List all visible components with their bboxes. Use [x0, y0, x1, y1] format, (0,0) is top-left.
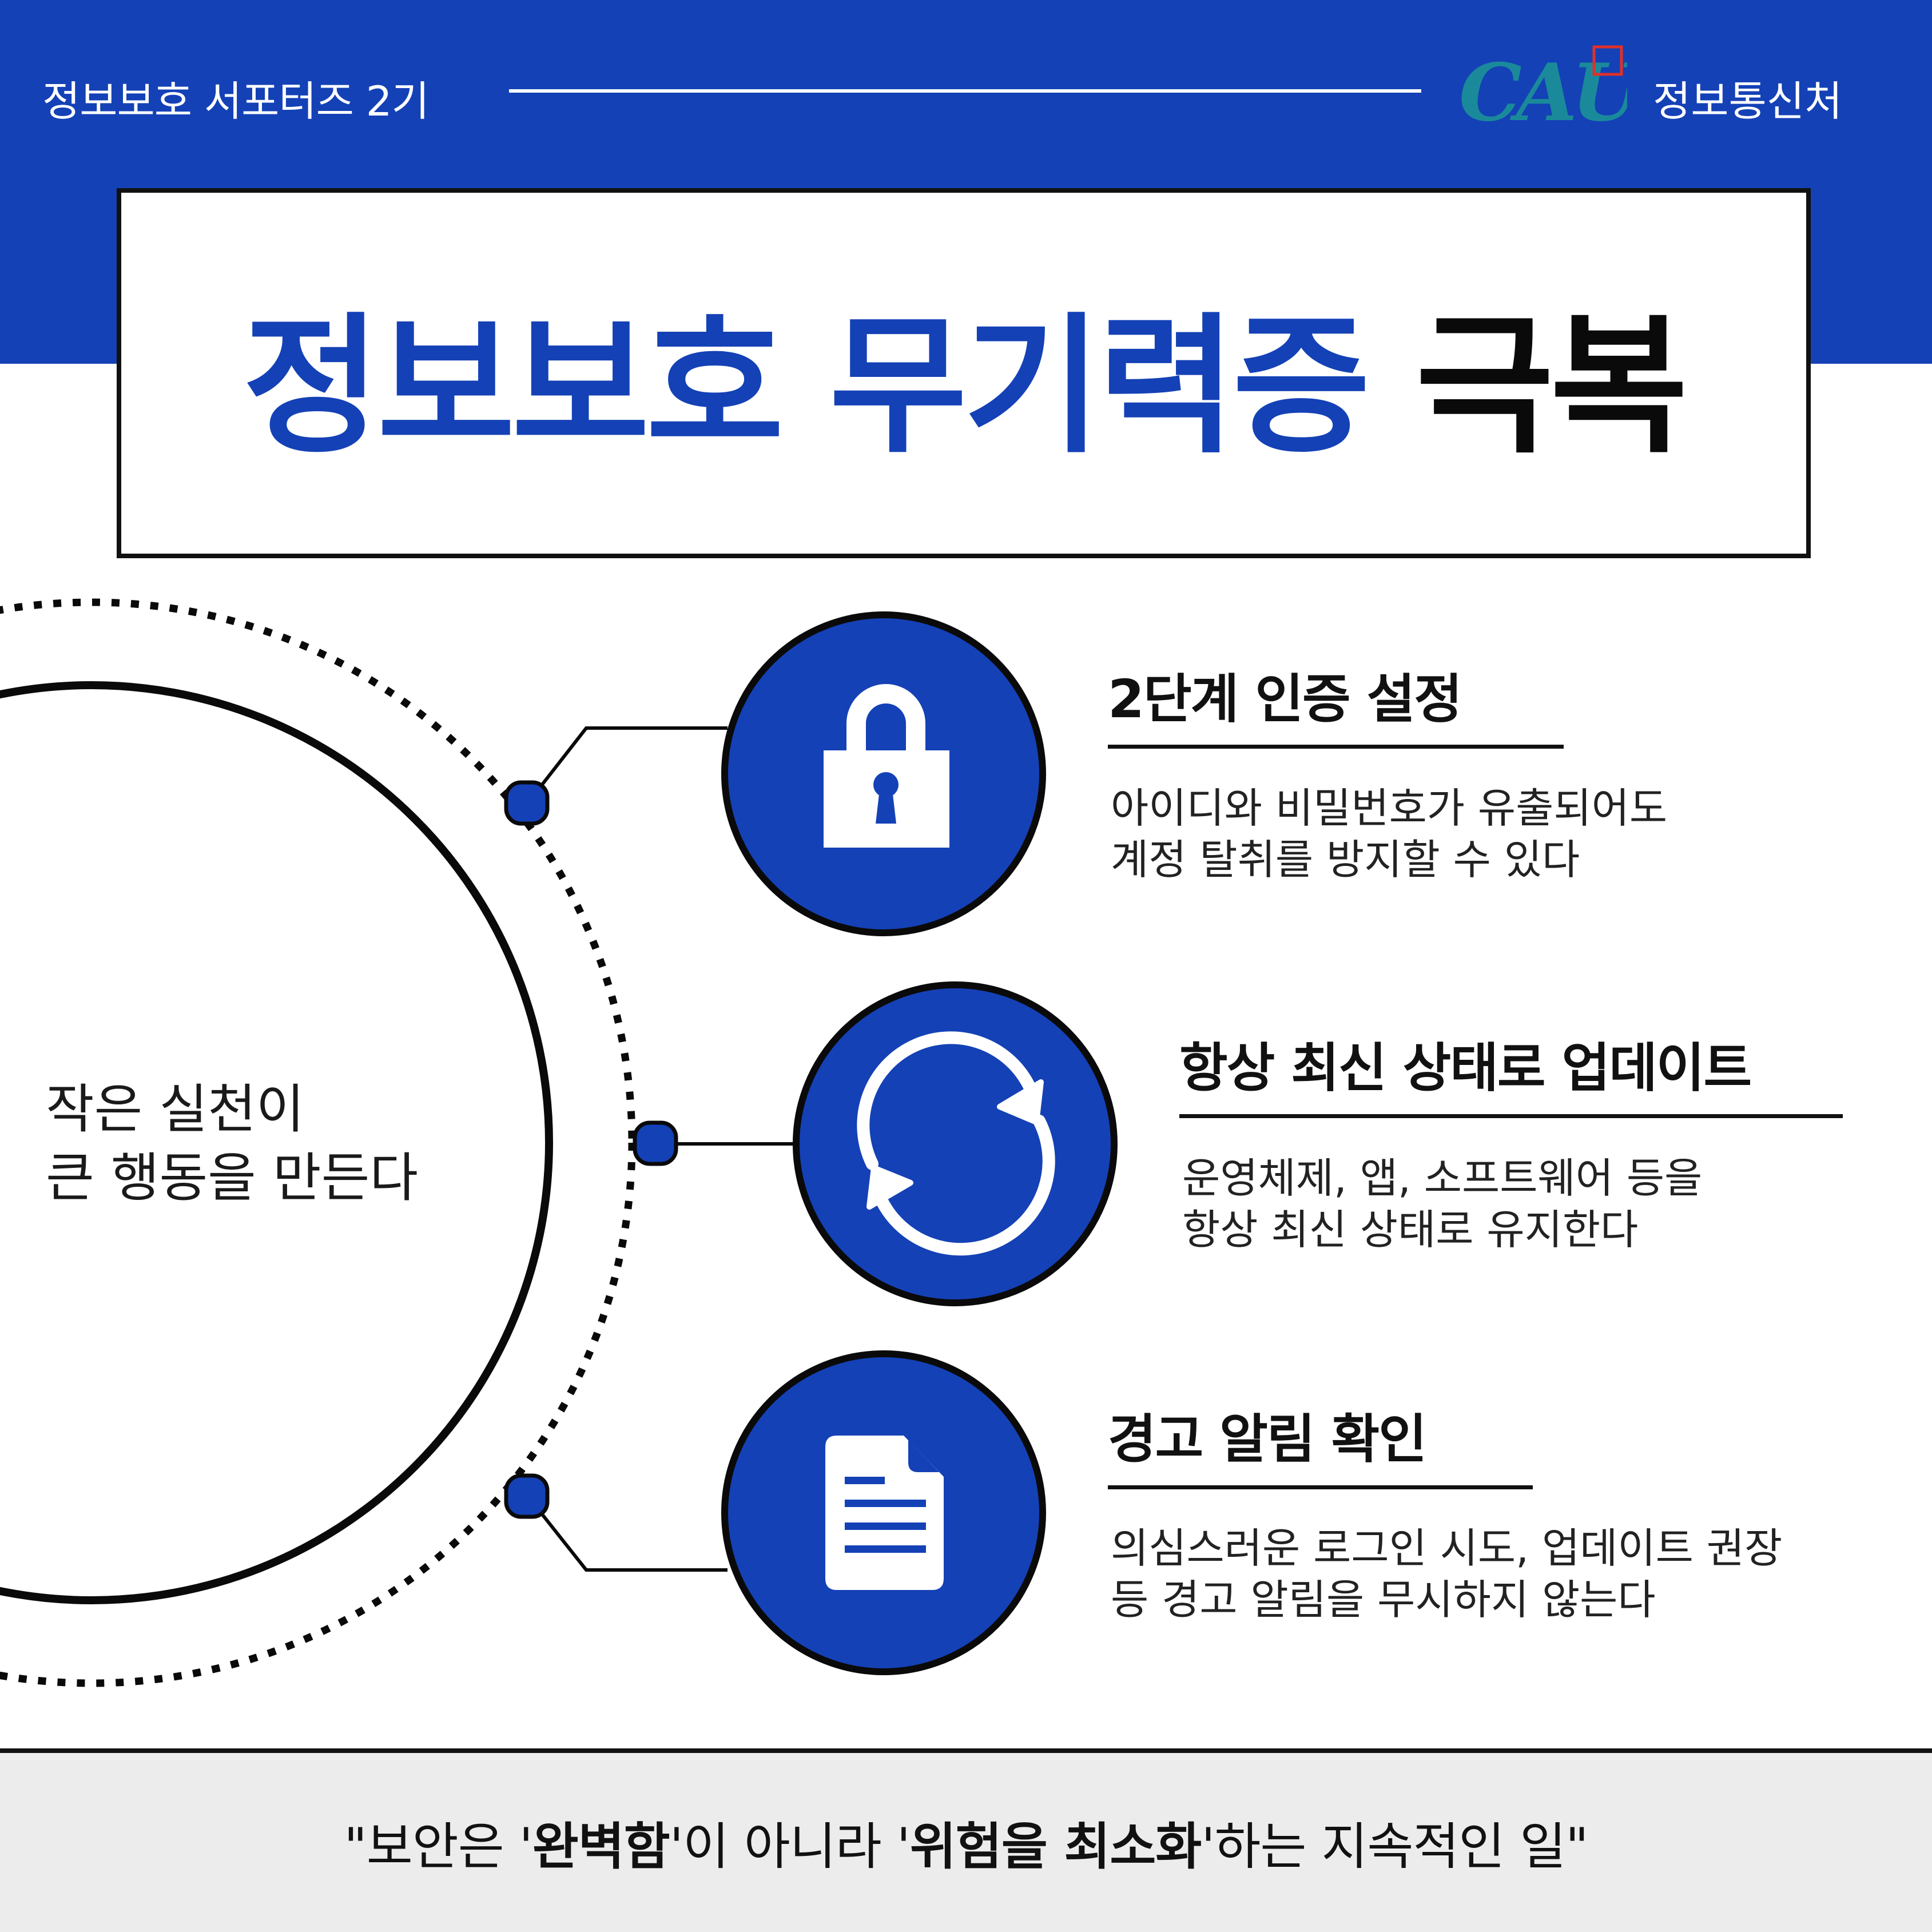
refresh-icon — [857, 1031, 1055, 1256]
title-box: 정보보호 무기력증 극복 — [117, 188, 1811, 558]
footer-divider — [0, 1748, 1932, 1753]
circle-caption-line2: 큰 행동을 만든다 — [46, 1147, 418, 1209]
node-middle — [633, 1120, 678, 1166]
connection-diagram — [0, 598, 1118, 1687]
cau-logo: CAU — [1459, 45, 1627, 137]
circle-caption-line1: 작은 실천이 — [46, 1079, 305, 1140]
item-desc-2fa: 아이디와 비밀번호가 유출되어도 계정 탈취를 방지할 수 있다 — [1111, 784, 1668, 884]
item-rule-update — [1179, 1114, 1843, 1118]
center-circle — [0, 681, 553, 1604]
item-title-update: 항상 최신 상태로 업데이트 — [1179, 1037, 1752, 1099]
item-title-2fa: 2단계 인증 설정 — [1108, 669, 1462, 730]
logo-red-square — [1592, 45, 1623, 76]
logo-wordmark: CAU — [1459, 46, 1627, 137]
page-title-black: 극복 — [1416, 299, 1688, 474]
node-top — [504, 780, 550, 826]
dotted-orbit — [0, 598, 636, 1687]
lock-icon — [824, 684, 949, 848]
footer: "보안은 '완벽함'이 아니라 '위험을 최소화'하는 지속적인 일" — [0, 1753, 1932, 1932]
item-title-alert: 경고 알림 확인 — [1108, 1409, 1427, 1470]
connector-top — [526, 726, 728, 805]
item-rule-alert — [1108, 1485, 1533, 1489]
item-rule-2fa — [1108, 745, 1564, 749]
node-bottom — [504, 1473, 550, 1519]
circle-caption: 작은 실천이 큰 행동을 만든다 — [46, 1075, 418, 1213]
refresh-badge — [793, 981, 1118, 1306]
page-title: 정보보호 무기력증 극복 — [243, 265, 1688, 482]
footer-quote: "보안은 '완벽함'이 아니라 '위험을 최소화'하는 지속적인 일" — [344, 1817, 1588, 1876]
header-program-name: 정보보호 서포터즈 2기 — [42, 77, 430, 125]
page-title-blue: 정보보호 무기력증 — [243, 299, 1371, 474]
item-desc-update: 운영체제, 앱, 소프트웨어 등을 항상 최신 상태로 유지한다 — [1182, 1154, 1703, 1254]
item-desc-alert: 의심스러운 로그인 시도, 업데이트 권장 등 경고 알림을 무시하지 않는다 — [1111, 1524, 1783, 1624]
header-organization: 정보통신처 — [1653, 77, 1843, 125]
document-icon — [825, 1436, 944, 1590]
connector-bottom — [526, 1494, 728, 1572]
footer-emphasis-1: 완벽함 — [532, 1817, 670, 1876]
header-divider — [509, 89, 1421, 93]
footer-emphasis-2: 위험을 최소화 — [909, 1817, 1202, 1876]
